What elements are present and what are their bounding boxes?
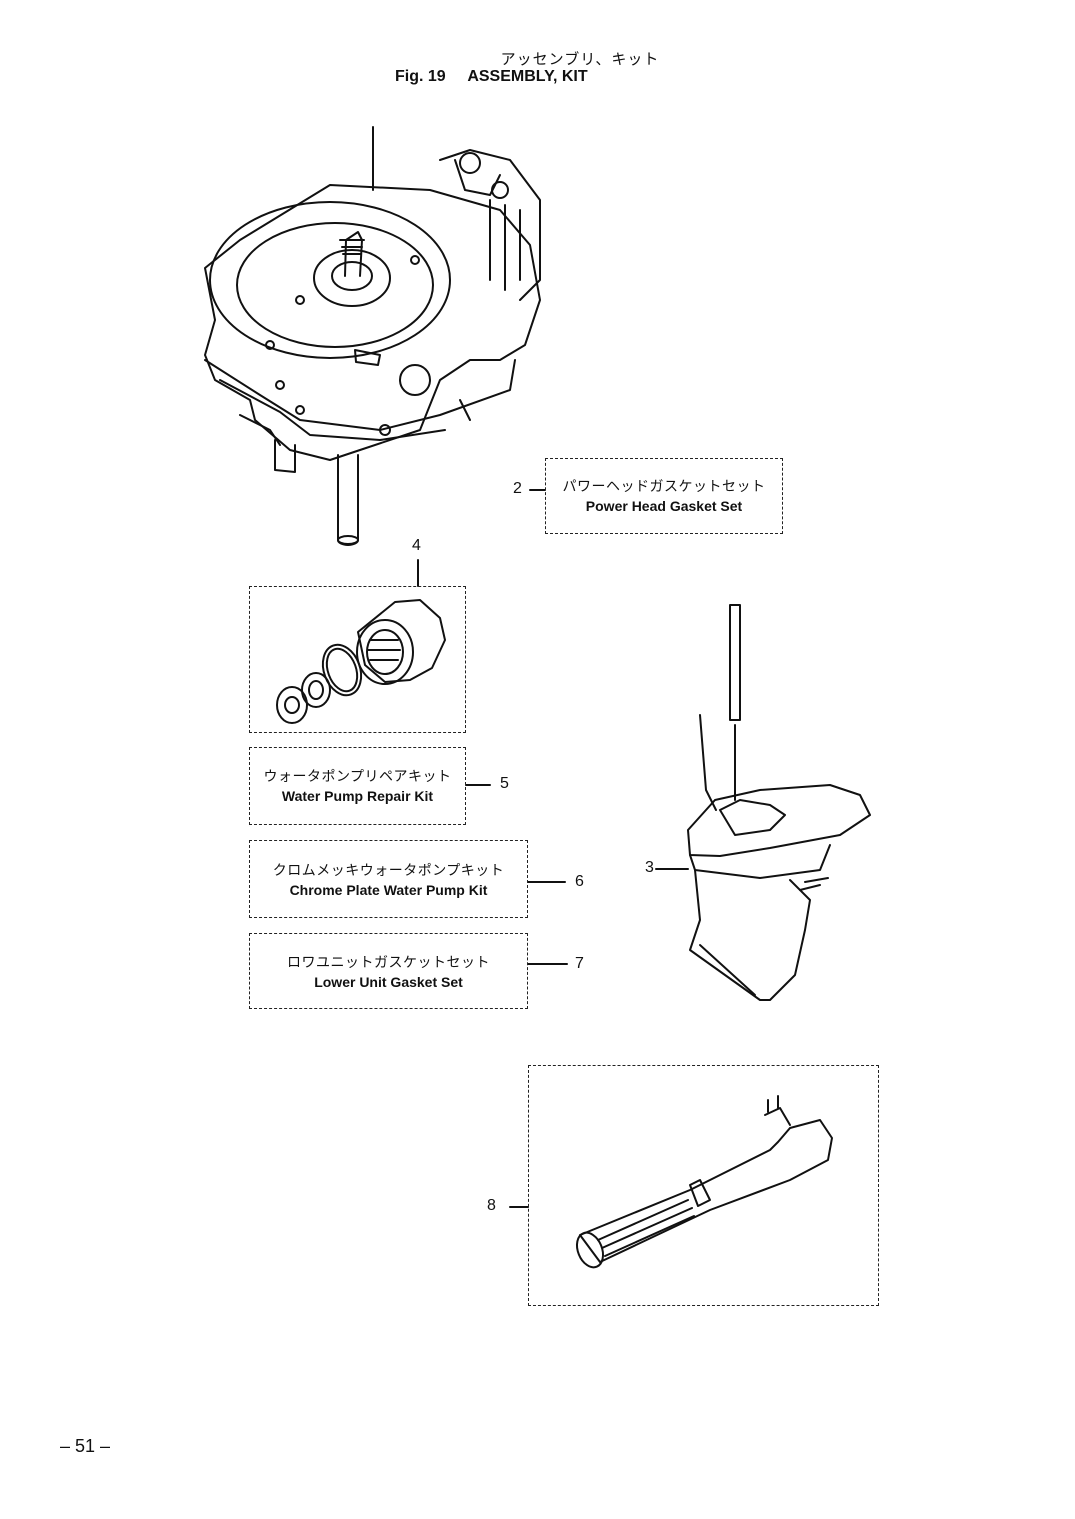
power-head-gasket-set-jp: パワーヘッドガスケットセット [562, 479, 766, 495]
callout-6: 6 [575, 873, 584, 890]
water-pump-repair-kit-box [249, 747, 466, 825]
page-number: – 51 – [60, 1436, 111, 1456]
water-pump-parts-box [249, 586, 466, 733]
figure-title-japanese: アッセンブリ、キット [500, 50, 660, 68]
water-pump-repair-kit-en: Water Pump Repair Kit [281, 788, 434, 804]
figure-title: Fig. 19 ASSEMBLY, KIT [395, 68, 588, 86]
callout-7: 7 [575, 955, 584, 972]
callout-2: 2 [513, 480, 522, 497]
lower-unit-drawing [655, 604, 871, 1001]
water-pump-repair-kit-label: ウォータポンプリペアキット Water Pump Repair Kit [252, 768, 463, 806]
chrome-plate-water-pump-kit-jp: クロムメッキウォータポンプキット [272, 863, 505, 879]
propeller-shaft-box [528, 1065, 879, 1306]
water-pump-parts-drawing [276, 559, 446, 724]
propeller-shaft-drawing [509, 1095, 833, 1269]
callout-4: 4 [412, 537, 421, 554]
callout-3: 3 [645, 859, 654, 876]
lower-unit-gasket-set-box [249, 933, 528, 1009]
lower-unit-gasket-set-jp: ロワユニットガスケットセット [287, 955, 490, 971]
power-head-gasket-set-en: Power Head Gasket Set [585, 498, 743, 514]
power-head-gasket-set-label: パワーヘッドガスケットセット Power Head Gasket Set [548, 478, 780, 516]
power-head-gasket-set-box [545, 458, 783, 534]
water-pump-repair-kit-jp: ウォータポンプリペアキット [263, 769, 452, 785]
lower-unit-gasket-set-en: Lower Unit Gasket Set [314, 974, 463, 990]
power-head-drawing [204, 126, 541, 546]
figure-number: Fig. 19 [395, 68, 446, 85]
callout-8: 8 [487, 1197, 496, 1214]
chrome-plate-water-pump-kit-box [249, 840, 528, 918]
lower-unit-gasket-set-label: ロワユニットガスケットセット Lower Unit Gasket Set [252, 954, 525, 992]
chrome-plate-water-pump-kit-en: Chrome Plate Water Pump Kit [289, 882, 488, 898]
callout-5: 5 [500, 775, 509, 792]
figure-title-english: ASSEMBLY, KIT [467, 68, 588, 85]
chrome-plate-water-pump-kit-label: クロムメッキウォータポンプキット Chrome Plate Water Pump… [252, 862, 525, 900]
